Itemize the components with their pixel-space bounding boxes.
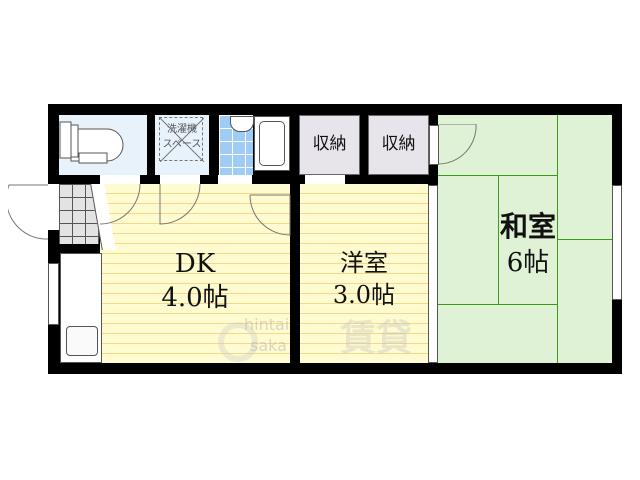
tatami-line <box>438 304 558 305</box>
watermark-text-top: hintai <box>244 315 290 334</box>
storage-2: 収納 <box>368 115 429 175</box>
tatami-line <box>557 115 558 363</box>
kitchen-counter <box>60 253 102 363</box>
entrance-genkan <box>59 184 99 244</box>
laundry-box: 洗濯機 スペース <box>159 117 204 162</box>
dk-room-name: DK <box>174 249 216 279</box>
laundry-door-opening <box>160 175 200 184</box>
door-swing-icon[interactable] <box>438 124 488 174</box>
western-room-size: 3.0帖 <box>332 281 396 309</box>
watermark-kanji: 賃貸 <box>340 318 413 359</box>
toilet-room <box>59 115 147 175</box>
storage1-door-opening <box>305 175 345 184</box>
western-room: 洋室 3.0帖 <box>300 184 428 363</box>
watermark-text-bottom: saka <box>250 336 287 355</box>
window-east <box>612 185 622 300</box>
laundry-cross-icon <box>160 118 204 162</box>
western-room-name: 洋室 <box>340 249 388 277</box>
toilet-icon <box>59 121 124 164</box>
dk-room: DK 4.0帖 <box>100 184 290 363</box>
toilet-door-opening <box>100 175 140 184</box>
laundry-space: 洗濯機 スペース <box>155 115 209 175</box>
door-swing-icon[interactable] <box>100 183 300 243</box>
storage-1-label: 収納 <box>312 134 347 154</box>
laundry-label-1: 洗濯機 <box>167 124 197 135</box>
entrance-door-swing-icon[interactable] <box>8 184 60 244</box>
bath-door-opening <box>218 175 252 184</box>
storage-door-opening <box>429 125 439 165</box>
window-sliding-partition[interactable] <box>428 185 438 363</box>
partition-wall <box>290 184 300 364</box>
japanese-room-name: 和室 <box>499 210 556 243</box>
kitchen-sink <box>66 326 98 356</box>
dk-room-size: 4.0帖 <box>161 283 229 313</box>
storage-1: 収納 <box>299 115 360 175</box>
sink <box>230 116 254 132</box>
window-west <box>48 263 59 325</box>
tatami-line <box>558 239 612 240</box>
japanese-room: 和室 6帖 <box>438 115 612 363</box>
bathtub <box>254 116 290 171</box>
watermark-logo <box>218 322 258 362</box>
entrance-door-opening <box>48 184 59 230</box>
bathtub-inner <box>259 121 285 166</box>
laundry-label-2: スペース <box>162 139 202 150</box>
storage-2-label: 収納 <box>381 134 416 154</box>
tatami-line <box>498 175 499 304</box>
japanese-room-size: 6帖 <box>506 248 550 278</box>
